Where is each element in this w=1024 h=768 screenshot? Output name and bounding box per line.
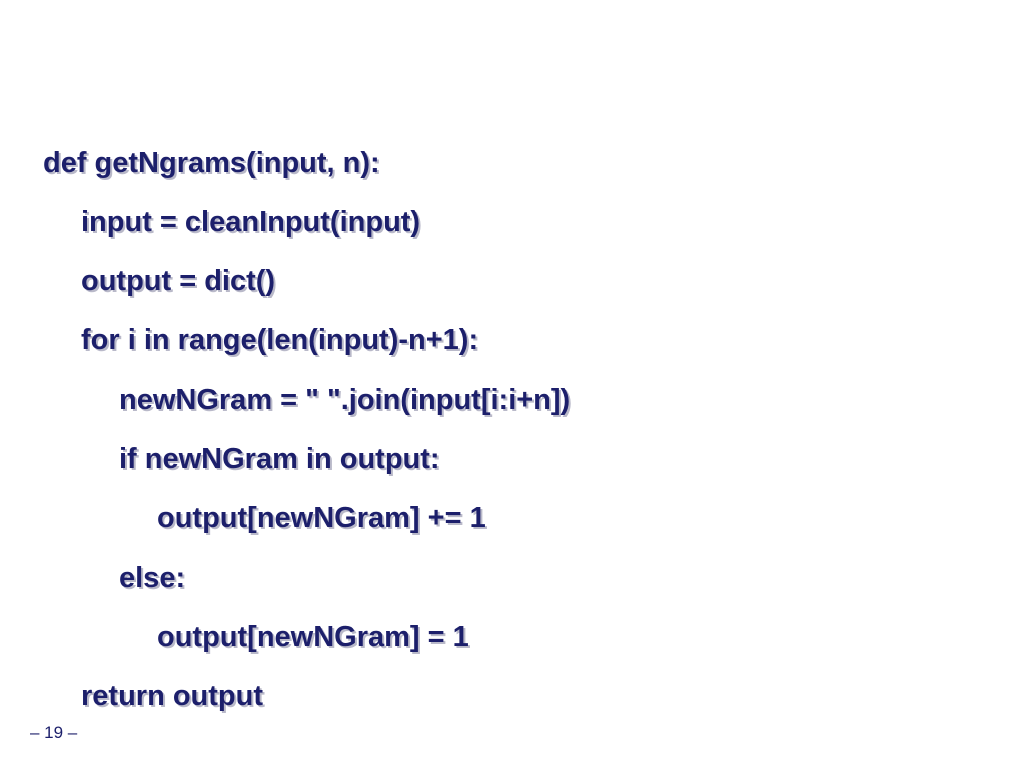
code-line-7: output[newNGram] += 1 [157, 502, 486, 534]
code-line-5: newNGram = " ".join(input[i:i+n]) [119, 384, 571, 416]
code-line-9: output[newNGram] = 1 [157, 621, 469, 653]
code-line-4: for i in range(len(input)-n+1): [81, 324, 479, 356]
code-line-1: def getNgrams(input, n): [43, 147, 380, 179]
code-line-6: if newNGram in output: [119, 443, 440, 475]
code-line-2: input = cleanInput(input) [81, 206, 421, 238]
page-number: – 19 – [30, 723, 78, 742]
code-line-8: else: [119, 562, 186, 594]
code-line-3: output = dict() [81, 265, 276, 297]
code-line-10: return output [81, 680, 264, 712]
